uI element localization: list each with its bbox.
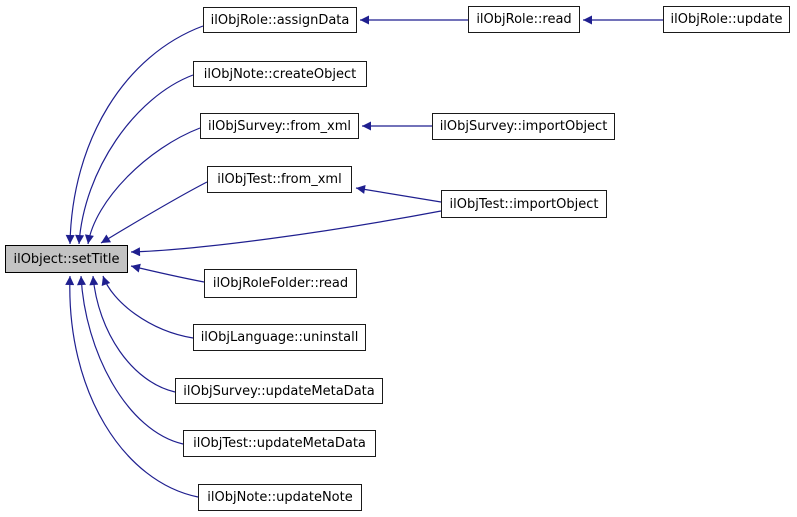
graph-node-testFromXml[interactable]: ilObjTest::from_xml xyxy=(207,166,352,193)
edge-createObject-to-setTitle xyxy=(75,74,194,245)
graph-node-label: ilObjSurvey::from_xml xyxy=(207,118,352,134)
edge-uninstall-to-setTitle xyxy=(101,275,194,339)
graph-node-label: ilObjNote::createObject xyxy=(203,66,357,82)
edge-testUpdateMD-to-setTitle xyxy=(76,275,184,445)
edge-surveyFromXml-to-setTitle xyxy=(84,127,201,245)
edge-roleFolderRead-to-setTitle xyxy=(130,263,205,283)
edge-surveyUpdateMD-to-setTitle xyxy=(89,275,176,393)
graph-node-label: ilObjRoleFolder::read xyxy=(212,276,349,291)
graph-node-uninstall[interactable]: ilObjLanguage::uninstall xyxy=(193,324,366,351)
graph-node-label: ilObjLanguage::uninstall xyxy=(200,330,359,345)
graph-node-assignData[interactable]: ilObjRole::assignData xyxy=(203,7,357,33)
graph-node-label: ilObjRole::assignData xyxy=(210,12,350,28)
graph-node-label: ilObjSurvey::importObject xyxy=(439,119,608,134)
graph-node-surveyFromXml[interactable]: ilObjSurvey::from_xml xyxy=(200,113,359,139)
graph-node-label: ilObjRole::read xyxy=(476,12,572,27)
graph-node-label: ilObjTest::from_xml xyxy=(217,172,342,187)
graph-node-label: ilObjSurvey::updateMetaData xyxy=(183,383,375,399)
edge-testImport-to-setTitle xyxy=(130,210,442,257)
graph-node-label: ilObjTest::updateMetaData xyxy=(193,436,366,451)
edge-testFromXml-to-setTitle xyxy=(100,181,208,244)
graph-node-testUpdateMD[interactable]: ilObjTest::updateMetaData xyxy=(183,430,376,457)
graph-node-updateNote[interactable]: ilObjNote::updateNote xyxy=(198,484,362,511)
graph-node-roleRead[interactable]: ilObjRole::read xyxy=(468,6,580,33)
graph-node-roleFolderRead[interactable]: ilObjRoleFolder::read xyxy=(204,269,357,298)
graph-node-testImport[interactable]: ilObjTest::importObject xyxy=(441,190,607,218)
graph-node-label: ilObject::setTitle xyxy=(13,251,120,267)
graph-node-roleUpdate[interactable]: ilObjRole::update xyxy=(663,6,790,33)
graph-node-surveyImport[interactable]: ilObjSurvey::importObject xyxy=(432,113,615,140)
edge-testImport-to-testFromXml xyxy=(355,185,442,203)
graph-node-setTitle: ilObject::setTitle xyxy=(5,245,128,273)
graph-node-label: ilObjNote::updateNote xyxy=(207,490,353,505)
graph-node-createObject[interactable]: ilObjNote::createObject xyxy=(193,61,367,87)
graph-node-surveyUpdateMD[interactable]: ilObjSurvey::updateMetaData xyxy=(175,378,383,404)
graph-node-label: ilObjTest::importObject xyxy=(449,196,599,212)
graph-node-label: ilObjRole::update xyxy=(670,12,783,27)
edge-assignData-to-setTitle xyxy=(65,25,204,245)
